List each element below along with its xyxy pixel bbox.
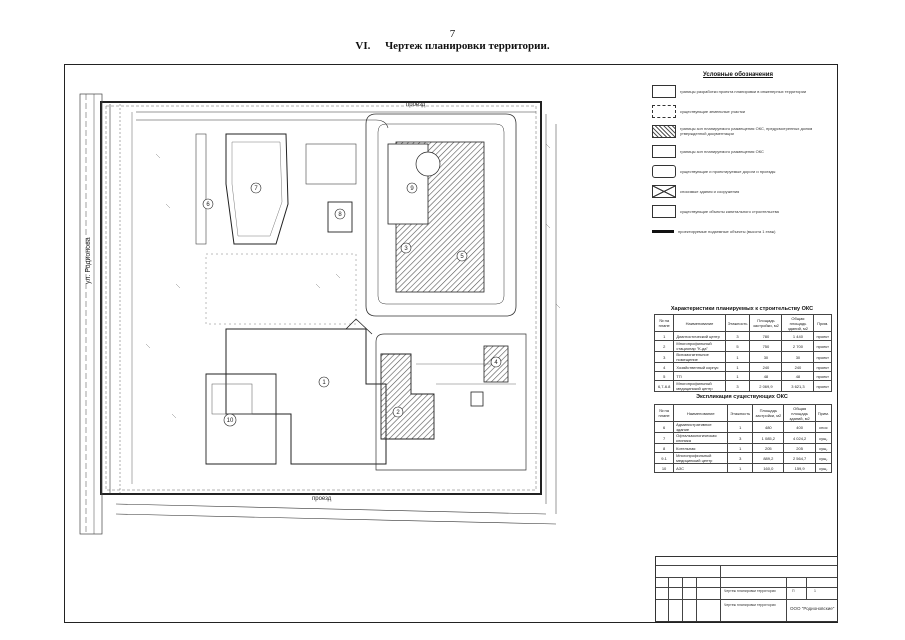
table2-header: Этажность — [727, 404, 754, 422]
table2-header: Площадь застройки, м2 — [752, 404, 785, 422]
table1-title: Характеристики планируемых к строительст… — [670, 306, 814, 312]
legend-item: границы зон планируемого размещения ОКС — [652, 141, 824, 161]
table2-header: Общая площадь зданий, м2 — [783, 404, 816, 422]
table1-header: Общая площадь зданий, м2 — [781, 314, 815, 332]
table1-header: Наименование — [673, 314, 726, 332]
table2-header: Наименование — [673, 404, 729, 422]
zone-num-4: 4 — [494, 360, 498, 366]
zone-label-7 — [250, 182, 262, 194]
legend-item: границы разработки проекта планировки в … — [652, 81, 824, 101]
street-label: ул. Родионова — [85, 237, 92, 284]
zone-label-8 — [334, 208, 346, 220]
zone-num-1: 1 — [322, 380, 326, 386]
table1-header: Площадь застройки, м2 — [749, 314, 783, 332]
legend-item: проектируемые подземные объекты (высота … — [652, 221, 824, 241]
table1-header: Прим. — [813, 314, 832, 332]
zone-2-hatched — [380, 353, 435, 440]
zone-label-4 — [490, 356, 502, 368]
legend-item: существующие объекты капитального строит… — [652, 201, 824, 221]
legend-item: существующие земельные участки — [652, 101, 824, 121]
zone-label-2 — [392, 406, 404, 418]
zone-label-6 — [202, 198, 214, 210]
legend-text: сносимые здания и сооружения — [680, 188, 740, 194]
table1-header: Этажность — [724, 314, 751, 332]
zone-label-5 — [456, 250, 468, 262]
street-strip — [79, 93, 103, 535]
title-block-stamp: Чертеж планировки территории П 1 Чертеж … — [655, 556, 838, 622]
table1: № на плане Наименование Этажность Площад… — [653, 314, 832, 392]
site-plan-drawing: 1 2 3 4 5 6 7 8 9 10 проезд проезд ул. Р… — [79, 93, 561, 535]
legend: Условные обозначения границы разработки … — [652, 72, 824, 241]
zone-num-2: 2 — [396, 410, 400, 416]
project-boundary — [100, 101, 542, 495]
zone-num-7: 7 — [254, 186, 258, 192]
zone-num-6: 6 — [206, 202, 210, 208]
drawing-sheet-frame — [64, 64, 838, 623]
stamp-sheet-name: Чертеж планировки территории — [724, 603, 776, 607]
stamp-drawing-title: Чертеж планировки территории — [724, 589, 776, 593]
legend-text: существующие и проектируемые дороги и пр… — [680, 168, 776, 174]
zone-label-3 — [400, 242, 412, 254]
legend-text: границы зон планируемого размещения ОКС — [680, 148, 764, 154]
table2-header: № на плане — [653, 404, 675, 422]
road-label-top: проезд — [406, 102, 426, 108]
table2: № на плане Наименование Этажность Площад… — [653, 404, 833, 473]
legend-title: Условные обозначения — [703, 72, 773, 78]
zone-num-10: 10 — [227, 418, 234, 424]
section-title: Чертеж планировки территории. — [385, 40, 550, 52]
bottom-road — [115, 503, 547, 515]
page-title: VI. Чертеж планировки территории. — [0, 40, 905, 52]
zone-label-9 — [406, 182, 418, 194]
table2-title: Экспликация существующих ОКС — [696, 394, 788, 400]
section-number: VI. — [355, 40, 371, 52]
zone-label-10 — [223, 413, 237, 427]
building-10 — [205, 373, 277, 465]
zone-num-8: 8 — [338, 212, 342, 218]
legend-text: проектируемые подземные объекты (высота … — [678, 228, 776, 234]
legend-text: границы зон планируемого размещения ОКС,… — [680, 126, 813, 136]
stamp-stage: П — [792, 589, 795, 593]
zone-1 — [225, 328, 387, 465]
zone-num-3: 3 — [404, 246, 408, 252]
table2-header: Прим. — [814, 404, 833, 422]
legend-text: существующие объекты капитального строит… — [680, 208, 779, 214]
table1-header: № на плане — [653, 314, 675, 332]
zone-label-1 — [318, 376, 330, 388]
zone-num-9: 9 — [410, 186, 414, 192]
stamp-sheet: 1 — [814, 589, 816, 593]
legend-item: границы зон планируемого размещения ОКС,… — [652, 121, 824, 141]
legend-item: существующие и проектируемые дороги и пр… — [652, 161, 824, 181]
legend-item: сносимые здания и сооружения — [652, 181, 824, 201]
legend-text: существующие земельные участки — [680, 108, 746, 114]
page-number: 7 — [449, 28, 456, 40]
stamp-org: ООО "Родионовские" — [790, 606, 835, 611]
road-label-bottom: проезд — [312, 496, 332, 502]
zone-num-5: 5 — [460, 254, 464, 260]
legend-text: границы разработки проекта планировки в … — [680, 88, 807, 94]
